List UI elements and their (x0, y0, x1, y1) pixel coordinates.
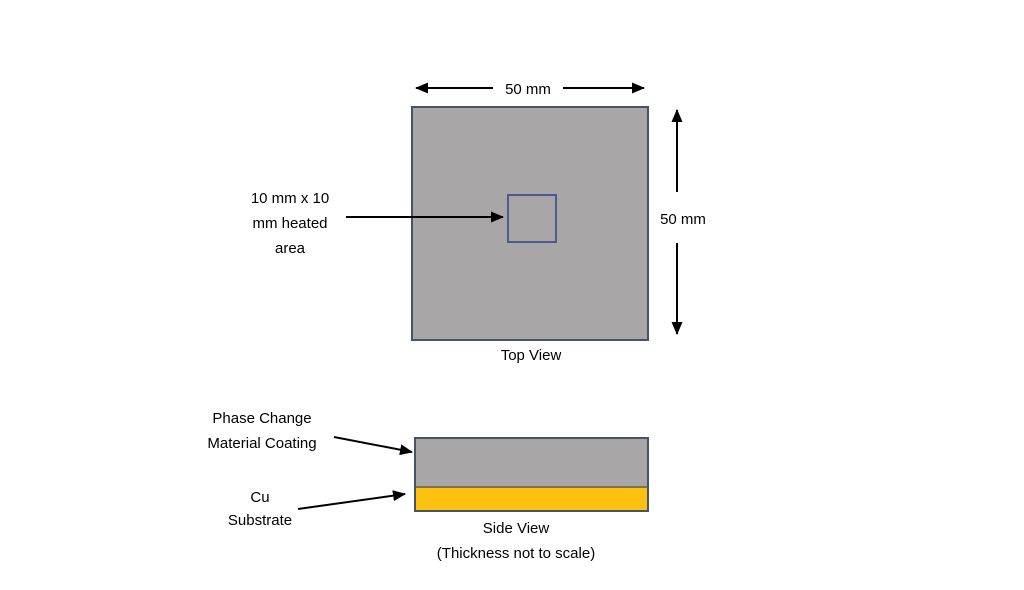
cu-label-line2: Substrate (227, 512, 293, 529)
pcm-label-line2: Material Coating (207, 435, 317, 452)
side-view-caption-note: (Thickness not to scale) (436, 545, 596, 562)
top-view-plate (411, 106, 649, 341)
pcm-leader-arrow-icon (333, 436, 413, 456)
heated-area-label-line1: 10 mm x 10 (250, 190, 330, 207)
side-view-caption: Side View (Thickness not to scale) (425, 516, 607, 566)
height-dimension-label: 50 mm (660, 211, 706, 228)
pcm-coating-layer (416, 439, 647, 486)
heated-area-square (507, 194, 557, 243)
pcm-label-line1: Phase Change (212, 410, 312, 427)
side-view-caption-title: Side View (482, 520, 550, 537)
width-dimension-label: 50 mm (505, 81, 551, 98)
heated-area-label-line3: area (274, 240, 306, 257)
heated-area-label: 10 mm x 10 mm heated area (228, 186, 352, 261)
pcm-label: Phase Change Material Coating (186, 406, 338, 456)
cu-substrate-layer (416, 486, 647, 510)
top-view-caption: Top View (500, 347, 562, 364)
cu-label-line1: Cu (250, 489, 270, 506)
side-view-plate (414, 437, 649, 512)
cu-label: Cu Substrate (200, 486, 320, 532)
heated-area-label-line2: mm heated (252, 215, 328, 232)
